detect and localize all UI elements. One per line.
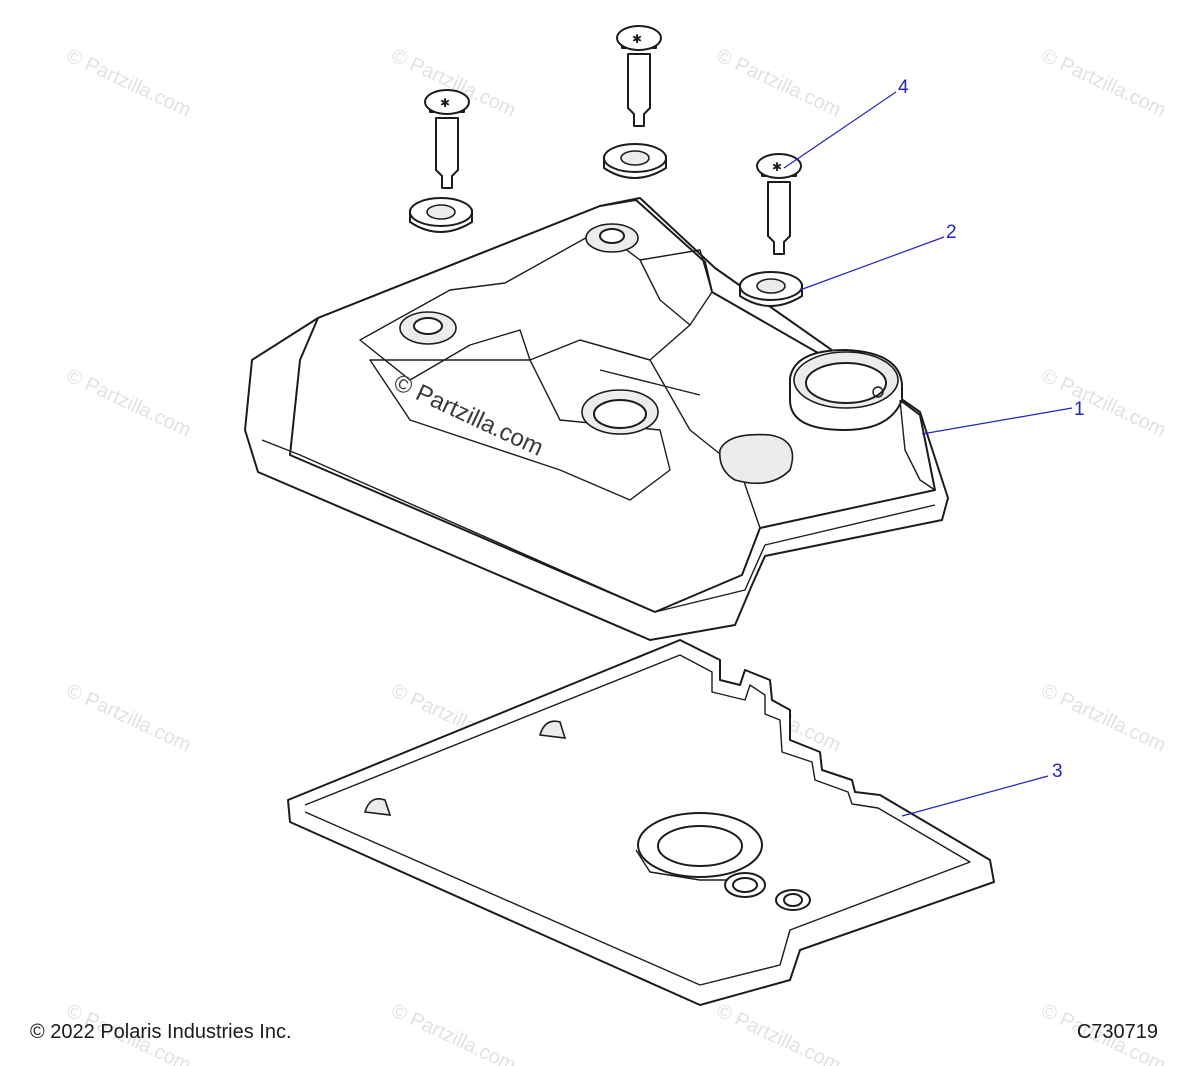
- watermark: © Partzilla.com: [63, 45, 194, 122]
- bolt-right-part[interactable]: ✱: [756, 153, 802, 255]
- callout-4: 4: [783, 77, 909, 169]
- watermark: © Partzilla.com: [1038, 365, 1169, 442]
- callout-2: 2: [799, 222, 957, 291]
- watermark: © Partzilla.com: [713, 1000, 844, 1066]
- callout-3: 3: [901, 761, 1063, 817]
- watermark: © Partzilla.com: [1038, 680, 1169, 757]
- grommet-right-part[interactable]: [739, 271, 803, 307]
- callout-4-number: 4: [898, 77, 909, 98]
- svg-text:✱: ✱: [772, 160, 782, 174]
- callout-3-number: 3: [1052, 761, 1063, 782]
- callout-2-number: 2: [946, 222, 957, 243]
- valve-cover-part[interactable]: [244, 197, 949, 641]
- gasket-part[interactable]: [287, 639, 995, 1006]
- copyright-text: © 2022 Polaris Industries Inc.: [30, 1021, 292, 1043]
- watermark: © Partzilla.com: [1038, 45, 1169, 122]
- svg-text:✱: ✱: [440, 96, 450, 110]
- grommet-middle-part[interactable]: [603, 143, 667, 179]
- bolt-middle-part[interactable]: ✱: [616, 25, 662, 127]
- grommet-left-part[interactable]: [409, 197, 473, 233]
- watermark: © Partzilla.com: [388, 1000, 519, 1066]
- watermark: © Partzilla.com: [63, 365, 194, 442]
- callout-1: 1: [921, 399, 1085, 435]
- drawing-code: C730719: [1076, 1021, 1158, 1043]
- watermark: © Partzilla.com: [63, 680, 194, 757]
- watermark: © Partzilla.com: [713, 45, 844, 122]
- callout-1-number: 1: [1074, 399, 1085, 420]
- bolt-left-part[interactable]: ✱: [424, 89, 470, 189]
- svg-text:✱: ✱: [632, 32, 642, 46]
